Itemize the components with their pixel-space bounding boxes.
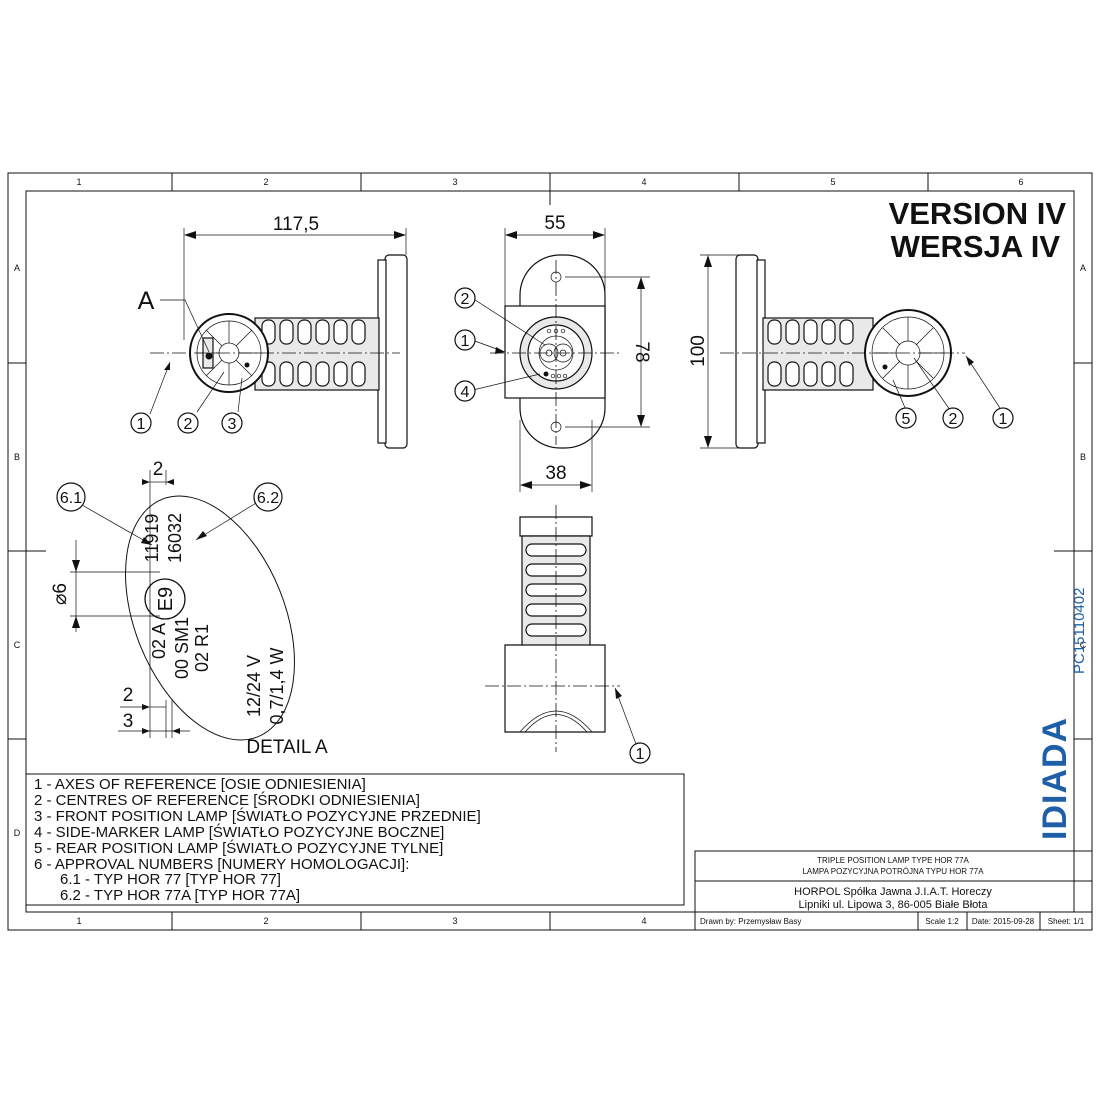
dimension-rear-height: 100 [688,335,709,367]
dimension-side-width: 117,5 [273,214,319,235]
dimension-front-height: 78 [631,341,652,362]
column-label: 4 [641,916,646,926]
legend-item: 6.1 - TYP HOR 77 [TYP HOR 77] [60,871,281,888]
date: Date: 2015-09-28 [972,917,1035,926]
column-label: 2 [263,177,268,187]
scale: Scale 1:2 [925,917,959,926]
detail-dimension-bottom: 2 [123,685,134,706]
column-label: 3 [452,177,457,187]
column-label: 1 [76,916,81,926]
column-label: 2 [263,916,268,926]
detail-a: 2 ⌀6 2 3 E9 11919 16032 02 A 00 SM1 02 R… [50,459,328,758]
callout-1: 1 [137,416,146,433]
column-label: 3 [452,916,457,926]
callout-1: 1 [999,411,1008,428]
detail-voltage: 12/24 V [244,655,264,717]
company-name: HORPOL Spółka Jawna J.I.A.T. Horeczy [794,886,992,898]
version-title-en: VERSION IV [889,196,1067,231]
detail-dimension-diameter: ⌀6 [50,583,71,605]
side-view: 117,5 A 1 2 3 [130,214,408,449]
legend-item: 6 - APPROVAL NUMBERS [NUMERY HOMOLOGACJI… [34,856,409,873]
detail-approval-number-1: 11919 [142,514,162,563]
legend-item: 6.2 - TYP HOR 77A [TYP HOR 77A] [60,887,300,904]
front-view: 55 78 38 2 1 4 [454,213,652,492]
column-label: 6 [1018,177,1023,187]
drawing-frame [7,172,1093,931]
sheet-number: Sheet: 1/1 [1048,917,1085,926]
column-label: 1 [76,177,81,187]
row-label: B [1080,452,1086,462]
callout-detail-a: A [138,287,155,315]
drawn-by: Drawn by: Przemysław Basy [700,917,801,926]
detail-code-1: 02 A [149,623,169,659]
idiada-logo: IDIADA [1036,717,1074,840]
approval-code: PC15110402 [1071,588,1088,674]
callout-1: 1 [636,746,645,763]
row-label: B [14,452,20,462]
detail-e-mark: E9 [155,587,177,611]
callout-5: 5 [902,411,911,428]
row-label: A [14,263,20,273]
dimension-front-width: 55 [544,213,565,234]
company-address: Lipniki ul. Lipowa 3, 86-005 Białe Błota [799,899,989,911]
frame-column-labels: 1 2 3 4 5 6 1 2 3 4 [76,177,1023,926]
row-label: D [14,828,21,838]
callout-4: 4 [461,384,470,401]
column-label: 5 [830,177,835,187]
detail-approval-number-2: 16032 [165,513,185,563]
row-label: C [14,640,21,650]
callout-2: 2 [184,416,193,433]
row-label: C [1080,640,1087,650]
column-label: 4 [641,177,646,187]
legend-item: 5 - REAR POSITION LAMP [ŚWIATŁO POZYCYJN… [34,839,443,857]
legend-item: 2 - CENTRES OF REFERENCE [ŚRODKI ODNIESI… [34,791,420,809]
callout-2: 2 [949,411,958,428]
title-block: TRIPLE POSITION LAMP TYPE HOR 77A LAMPA … [694,850,1093,931]
title-en: TRIPLE POSITION LAMP TYPE HOR 77A [817,856,969,865]
frame-row-labels: A B C D A B C [14,263,1087,838]
callout-6-1: 6.1 [60,490,82,507]
legend-box: 1 - AXES OF REFERENCE [OSIE ODNIESIENIA]… [25,773,685,906]
legend-item: 3 - FRONT POSITION LAMP [ŚWIATŁO POZYCYJ… [34,807,481,825]
version-title-pl: WERSJA IV [891,229,1061,264]
rear-view: 100 5 2 1 [688,254,1014,449]
callout-2: 2 [461,291,470,308]
row-label: A [1080,263,1086,273]
detail-code-3: 02 R1 [192,624,212,672]
dimension-front-base-width: 38 [545,463,566,484]
callout-1: 1 [461,333,470,350]
detail-dimension-top: 2 [153,459,164,480]
detail-code-2: 00 SM1 [172,617,192,679]
side-view-ribs [261,319,366,387]
callout-6-2: 6.2 [257,490,279,507]
title-pl: LAMPA POZYCYJNA POTRÓJNA TYPU HOR 77A [802,867,984,876]
detail-wattage: 0,7/1,4 W [267,647,287,724]
rear-view-ribs [767,319,854,387]
bottom-view: 1 [485,505,651,764]
legend-item: 4 - SIDE-MARKER LAMP [ŚWIATŁO POZYCYJNE … [34,823,444,841]
detail-dimension-three: 3 [123,711,134,732]
callout-3: 3 [228,416,237,433]
detail-title: DETAIL A [246,737,328,758]
legend-item: 1 - AXES OF REFERENCE [OSIE ODNIESIENIA] [34,776,366,793]
